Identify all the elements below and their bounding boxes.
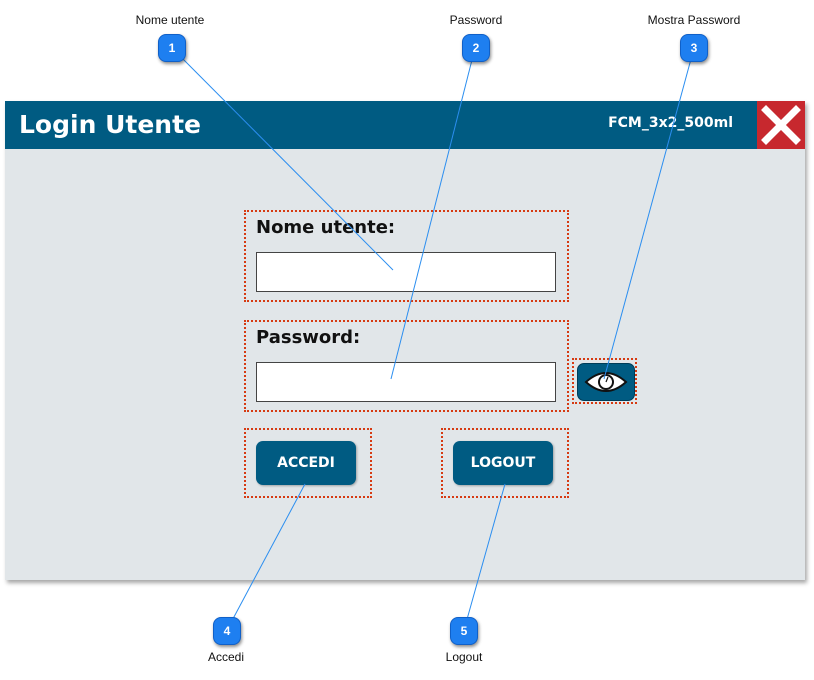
callout-badge-1: 1 — [158, 34, 186, 62]
title-bar: Login Utente FCM_3x2_500ml — [5, 101, 805, 149]
callout-label-show-password: Mostra Password — [647, 13, 741, 27]
username-group: Nome utente: — [244, 210, 569, 302]
username-label: Nome utente: — [256, 217, 396, 238]
close-button[interactable] — [757, 101, 805, 149]
password-group: Password: — [244, 320, 569, 412]
logout-group: LOGOUT — [441, 428, 569, 498]
callout-badge-2: 2 — [462, 34, 490, 62]
logout-button[interactable]: LOGOUT — [453, 441, 553, 485]
callout-label-username: Nome utente — [135, 13, 205, 27]
close-icon — [761, 105, 801, 145]
window-title: Login Utente — [19, 110, 201, 139]
callout-label-password: Password — [449, 13, 503, 27]
callout-label-login: Accedi — [207, 650, 245, 664]
login-group: ACCEDI — [244, 428, 372, 498]
callout-badge-5: 5 — [450, 617, 478, 645]
login-button[interactable]: ACCEDI — [256, 441, 356, 485]
callout-label-logout: Logout — [445, 650, 483, 664]
machine-name: FCM_3x2_500ml — [608, 115, 733, 131]
password-input[interactable] — [256, 362, 556, 402]
eye-icon — [584, 372, 628, 392]
show-password-group — [572, 358, 637, 404]
username-input[interactable] — [256, 252, 556, 292]
callout-badge-4: 4 — [213, 617, 241, 645]
password-label: Password: — [256, 327, 361, 348]
show-password-button[interactable] — [577, 363, 635, 401]
callout-badge-3: 3 — [680, 34, 708, 62]
login-window: Login Utente FCM_3x2_500ml Nome utente: … — [5, 101, 805, 580]
